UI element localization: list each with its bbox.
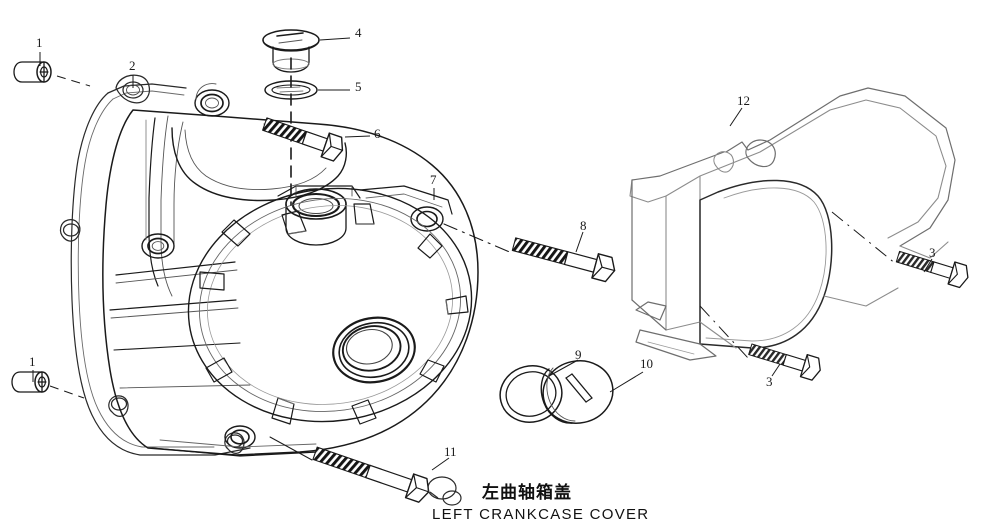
- callout-10: 10: [640, 356, 653, 371]
- callout-1-upper: 1: [36, 35, 43, 50]
- assembly-axis-bolt3-lower: [699, 305, 749, 359]
- crankcase-cover-part: [102, 83, 479, 457]
- callout-3-upper: 3: [929, 245, 936, 260]
- assembly-axis-bolt8: [443, 223, 513, 254]
- callout-2: 2: [129, 58, 136, 73]
- callout-9: 9: [575, 347, 582, 362]
- callout-12: 12: [737, 93, 750, 108]
- callout-3-lower: 3: [766, 374, 773, 389]
- callout-7: 7: [430, 172, 437, 187]
- bolt-8-part: [443, 223, 616, 283]
- dowel-pin-lower-part: [11, 371, 50, 393]
- assembly-axis-bolt3-upper: [831, 211, 897, 265]
- leader-lines: [32, 37, 933, 471]
- bolt-6-part: [262, 117, 344, 162]
- bolt-11-part: [269, 436, 430, 503]
- title-glyph-icon: [427, 476, 462, 506]
- callout-8: 8: [580, 218, 587, 233]
- callout-1-lower: 1: [29, 354, 36, 369]
- callout-11: 11: [444, 444, 457, 459]
- callout-5: 5: [355, 79, 362, 94]
- dowel-pin-upper-part: [13, 61, 52, 83]
- diagram-title-chinese: 左曲轴箱盖: [482, 483, 572, 503]
- gasket-part: [59, 74, 251, 456]
- chain-guard-part: [629, 87, 956, 361]
- o-ring-9-part: [499, 365, 563, 423]
- callout-4: 4: [355, 25, 362, 40]
- slotted-plug-part: [540, 360, 614, 424]
- callout-6: 6: [374, 126, 381, 141]
- flange-bolts: [699, 211, 969, 381]
- oil-filler-cap-part: [262, 29, 320, 73]
- diagram-title-english: LEFT CRANKCASE COVER: [432, 506, 650, 523]
